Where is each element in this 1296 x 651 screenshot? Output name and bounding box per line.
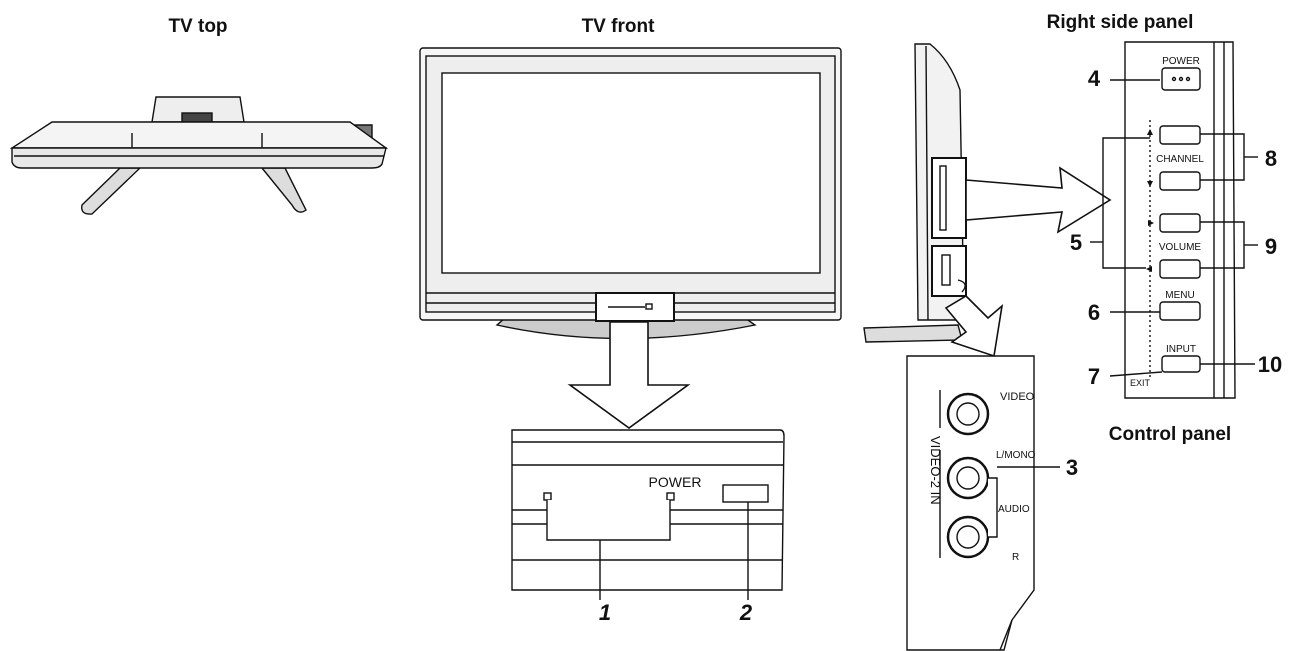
arrow-to-jack-panel xyxy=(944,294,1004,358)
callout-5: 5 xyxy=(1070,230,1082,255)
jack-video-label: VIDEO xyxy=(1000,391,1035,403)
panel-menu-label: MENU xyxy=(1165,290,1194,301)
side-jack-panel xyxy=(906,355,1060,651)
control-panel xyxy=(1124,41,1236,399)
callout-8: 8 xyxy=(1265,146,1277,171)
jack-lmono-label: L/MONO xyxy=(996,450,1036,461)
remote-sensor xyxy=(722,484,769,503)
sensor-indicator xyxy=(543,492,552,501)
panel-input-label: INPUT xyxy=(1166,344,1196,355)
jack-group-label: VIDEO-2 IN xyxy=(928,436,943,505)
tv-top-illustration xyxy=(9,96,389,215)
tv-front-illustration xyxy=(419,47,842,340)
jack-audio-label: AUDIO xyxy=(998,504,1030,515)
callout-2: 2 xyxy=(739,600,753,625)
tv-side-illustration xyxy=(863,43,967,343)
front-power-label: POWER xyxy=(649,474,702,490)
callout-10: 10 xyxy=(1258,352,1282,377)
down-arrow xyxy=(567,321,691,429)
callout-4: 4 xyxy=(1088,66,1101,91)
control-panel-leaders xyxy=(1090,79,1258,377)
panel-channel-label: CHANNEL xyxy=(1156,154,1204,165)
callout-7: 7 xyxy=(1088,364,1100,389)
callout-9: 9 xyxy=(1265,234,1277,259)
panel-arrow-marks xyxy=(1146,129,1154,272)
heading-tv-front: TV front xyxy=(582,16,655,37)
panel-volume-label: VOLUME xyxy=(1159,242,1202,253)
heading-tv-top: TV top xyxy=(168,16,227,37)
callout-1: 1 xyxy=(599,600,611,625)
jack-r-label: R xyxy=(1012,552,1019,563)
arrow-to-control-panel xyxy=(965,166,1112,234)
heading-control-panel: Control panel xyxy=(1109,424,1231,445)
panel-power-label: POWER xyxy=(1162,56,1200,67)
callout-6: 6 xyxy=(1088,300,1100,325)
input-exit-button xyxy=(1161,355,1201,373)
heading-right-side-panel: Right side panel xyxy=(1047,12,1194,33)
channel-up-button xyxy=(1159,125,1201,145)
front-detail-panel xyxy=(511,429,785,600)
volume-down-button xyxy=(1159,259,1201,279)
power-indicator xyxy=(666,492,675,501)
callout-3: 3 xyxy=(1066,455,1078,480)
menu-button xyxy=(1159,301,1201,321)
channel-down-button xyxy=(1159,171,1201,191)
panel-exit-label: EXIT xyxy=(1130,378,1151,388)
volume-up-button xyxy=(1159,213,1201,233)
